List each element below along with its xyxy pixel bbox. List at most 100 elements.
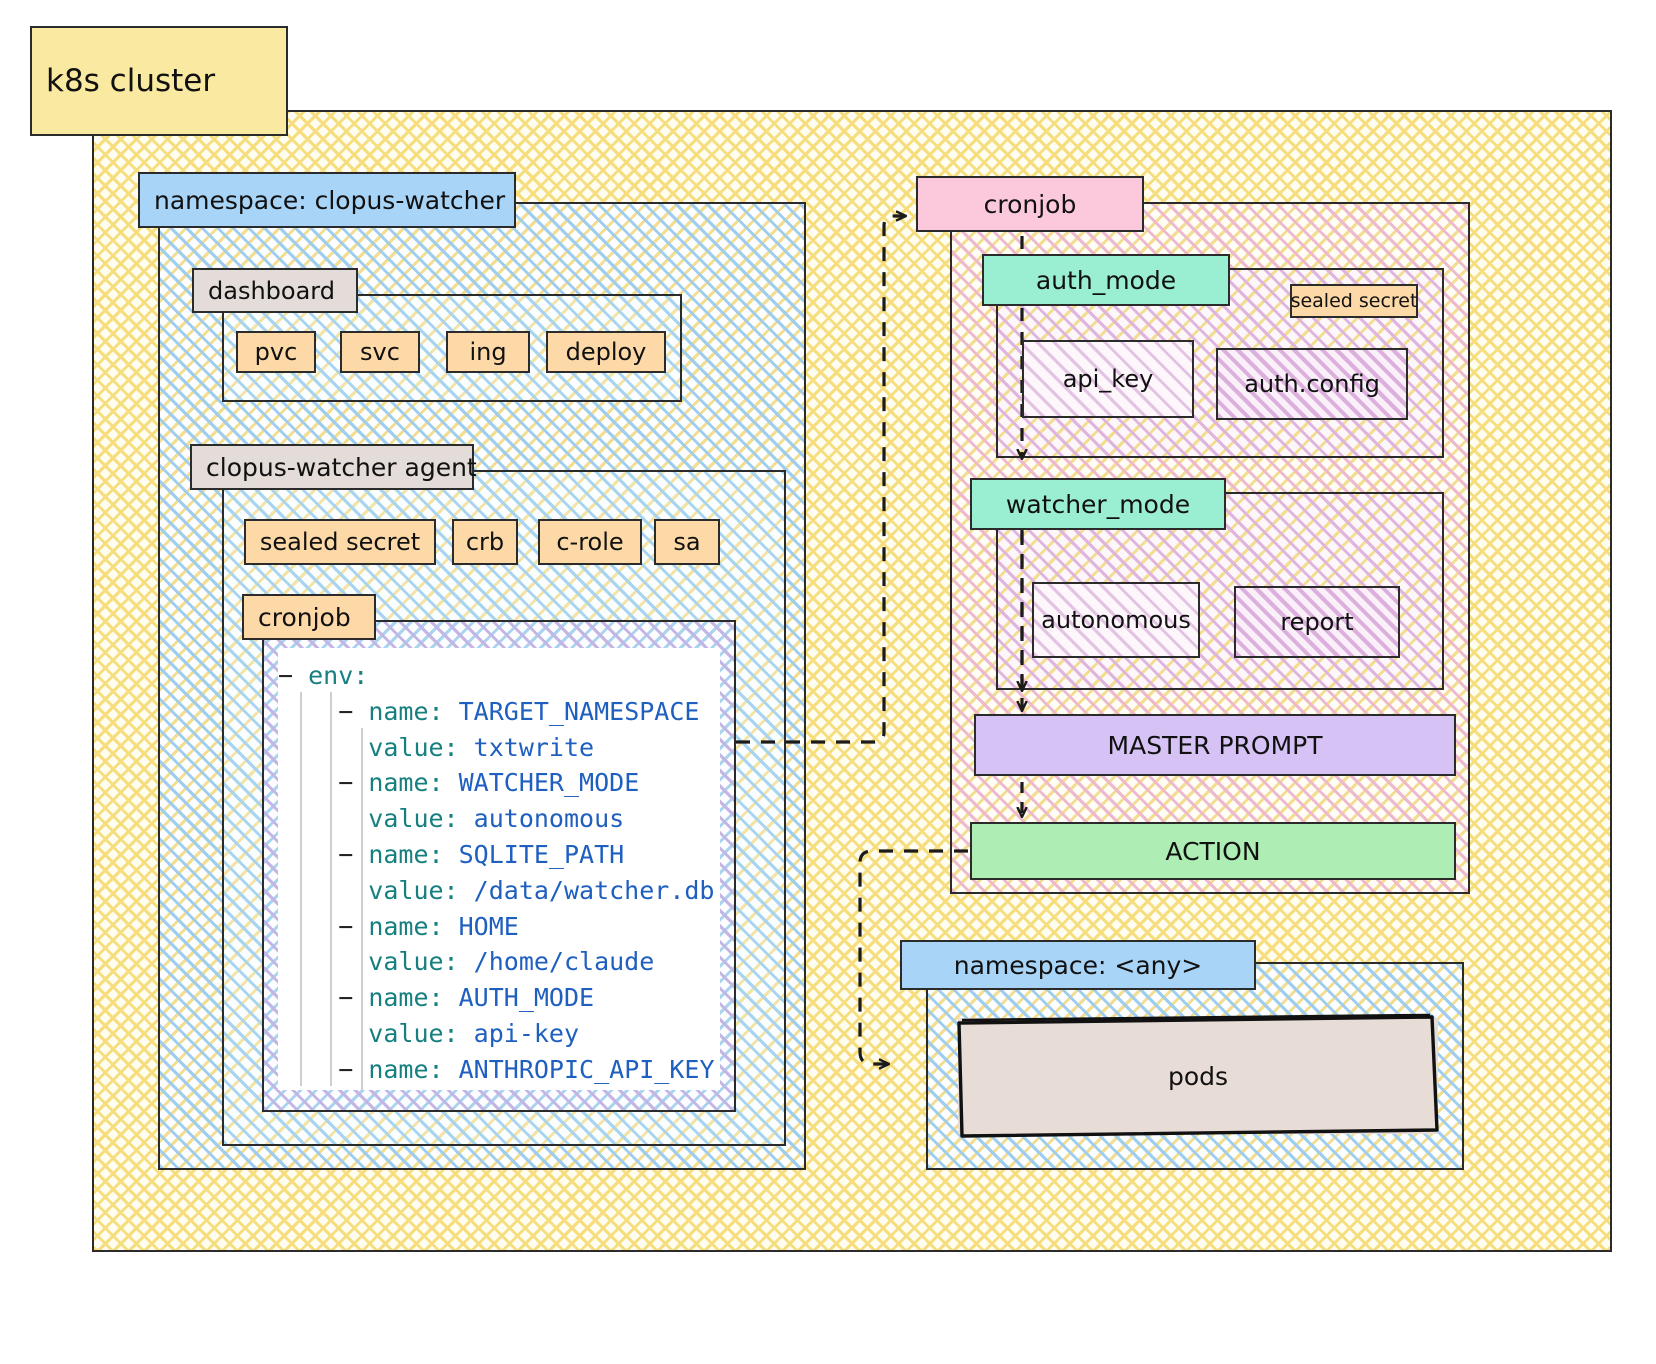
watcher-mode-label-text: watcher_mode xyxy=(1005,489,1191,519)
namespace-clopus-watcher-text: namespace: clopus-watcher xyxy=(154,185,506,215)
code-value: TARGET_NAMESPACE xyxy=(443,696,700,726)
code-dash: − xyxy=(338,911,369,941)
code-indent-guide-3 xyxy=(361,763,363,800)
resource-ing[interactable]: ing xyxy=(446,331,530,373)
code-line: − name: ANTHROPIC_API_KEY xyxy=(278,1052,720,1088)
auth-mode-sealed-secret[interactable]: sealed secret xyxy=(1290,284,1418,318)
resource-sa-text: sa xyxy=(673,528,701,556)
right-cronjob-label-text: cronjob xyxy=(983,189,1077,219)
code-key: value: xyxy=(368,1018,459,1048)
code-value: ANTHROPIC_API_KEY xyxy=(443,1054,715,1084)
code-dash: − xyxy=(338,839,369,869)
watcher-option-report[interactable]: report xyxy=(1234,586,1400,658)
code-value: /data/watcher.db xyxy=(458,875,715,905)
code-dash: − xyxy=(278,661,309,690)
code-indent-guide-3 xyxy=(361,727,363,764)
code-line: − name: TARGET_NAMESPACE xyxy=(278,694,720,730)
code-dash: − xyxy=(338,983,369,1013)
code-line: value: txtwrite xyxy=(278,730,720,766)
clopus-watcher-agent-label: clopus-watcher agent xyxy=(190,444,477,490)
resource-pvc[interactable]: pvc xyxy=(236,331,316,373)
code-line: value: autonomous xyxy=(278,801,720,837)
code-line: − name: WATCHER_MODE xyxy=(278,765,720,801)
code-line: value: api-key xyxy=(278,1016,720,1052)
resource-sa[interactable]: sa xyxy=(654,519,720,565)
watcher-option-autonomous[interactable]: autonomous xyxy=(1032,582,1200,658)
auth-mode-sealed-secret-text: sealed secret xyxy=(1290,290,1418,312)
watcher-option-report-text: report xyxy=(1280,608,1354,636)
code-value: txtwrite xyxy=(458,732,595,762)
code-dash: − xyxy=(338,696,369,726)
pods-box[interactable]: pods xyxy=(958,1018,1438,1134)
left-cronjob-label: cronjob xyxy=(242,594,376,640)
code-key: name: xyxy=(368,768,444,798)
k8s-cluster-label: k8s cluster xyxy=(30,26,288,136)
code-key: value: xyxy=(368,875,459,905)
auth-option-api-key-text: api_key xyxy=(1062,365,1154,393)
code-value: /home/claude xyxy=(458,947,655,977)
resource-deploy-text: deploy xyxy=(565,338,647,366)
code-value: api-key xyxy=(458,1018,580,1048)
code-indent-guide-3 xyxy=(361,799,363,836)
code-key: value: xyxy=(368,732,459,762)
master-prompt-text: MASTER PROMPT xyxy=(1107,730,1323,760)
code-line: − name: AUTH_MODE xyxy=(278,980,720,1016)
code-indent-guide-3 xyxy=(361,835,363,871)
dashboard-label: dashboard xyxy=(192,268,358,313)
dashboard-label-text: dashboard xyxy=(208,276,335,305)
code-indent-guide-3 xyxy=(361,871,363,907)
code-key: env: xyxy=(308,661,369,690)
code-line: value: /home/claude xyxy=(278,944,720,980)
right-cronjob-label: cronjob xyxy=(916,176,1144,232)
watcher-mode-label: watcher_mode xyxy=(970,478,1226,530)
code-key: value: xyxy=(368,804,459,834)
code-value: AUTH_MODE xyxy=(443,983,595,1013)
code-indent-guide-3 xyxy=(361,1085,363,1090)
code-value: SQLITE_PATH xyxy=(443,839,625,869)
code-indent-guide-3 xyxy=(361,1014,363,1050)
left-cronjob-label-text: cronjob xyxy=(258,602,351,632)
code-key: name: xyxy=(368,911,444,941)
code-key: name: xyxy=(368,839,444,869)
auth-option-auth-config-text: auth.config xyxy=(1244,370,1380,398)
master-prompt-box[interactable]: MASTER PROMPT xyxy=(974,714,1456,776)
code-indent-guide-3 xyxy=(361,1050,363,1086)
code-key: name: xyxy=(368,1054,444,1084)
namespace-clopus-watcher-label: namespace: clopus-watcher xyxy=(138,172,516,228)
resource-ing-text: ing xyxy=(469,338,507,366)
code-dash: − xyxy=(338,768,369,798)
code-line: − name: SQLITE_PATH xyxy=(278,837,720,873)
code-key: name: xyxy=(368,983,444,1013)
code-key: name: xyxy=(368,696,444,726)
action-box[interactable]: ACTION xyxy=(970,822,1456,880)
code-value: WATCHER_MODE xyxy=(443,768,640,798)
resource-crb-text: crb xyxy=(465,528,505,556)
code-indent-guide-3 xyxy=(361,942,363,979)
watcher-option-autonomous-text: autonomous xyxy=(1041,606,1191,634)
resource-svc[interactable]: svc xyxy=(340,331,420,373)
auth-mode-label: auth_mode xyxy=(982,254,1230,306)
auth-option-auth-config[interactable]: auth.config xyxy=(1216,348,1408,420)
code-line: − name: HOME xyxy=(278,909,720,945)
resource-deploy[interactable]: deploy xyxy=(546,331,666,373)
namespace-any-label: namespace: <any> xyxy=(900,940,1256,990)
resource-sealed-secret-text: sealed secret xyxy=(259,528,421,556)
code-indent-guide-3 xyxy=(361,978,363,1015)
resource-pvc-text: pvc xyxy=(254,338,298,366)
action-text: ACTION xyxy=(1165,836,1261,866)
code-indent-guide-2 xyxy=(330,692,332,1086)
resource-c-role-text: c-role xyxy=(556,528,624,556)
code-value: autonomous xyxy=(458,804,625,834)
code-dash: − xyxy=(338,1054,369,1084)
auth-mode-label-text: auth_mode xyxy=(1035,265,1177,295)
resource-crb[interactable]: crb xyxy=(452,519,518,565)
resource-c-role[interactable]: c-role xyxy=(538,519,642,565)
auth-option-api-key[interactable]: api_key xyxy=(1022,340,1194,418)
code-indent-guide-1 xyxy=(300,692,302,1086)
code-line: value: /data/watcher.db xyxy=(278,873,720,909)
pods-text: pods xyxy=(1167,1061,1229,1091)
resource-svc-text: svc xyxy=(360,338,400,366)
resource-sealed-secret[interactable]: sealed secret xyxy=(244,519,436,565)
namespace-any-text: namespace: <any> xyxy=(953,950,1203,980)
